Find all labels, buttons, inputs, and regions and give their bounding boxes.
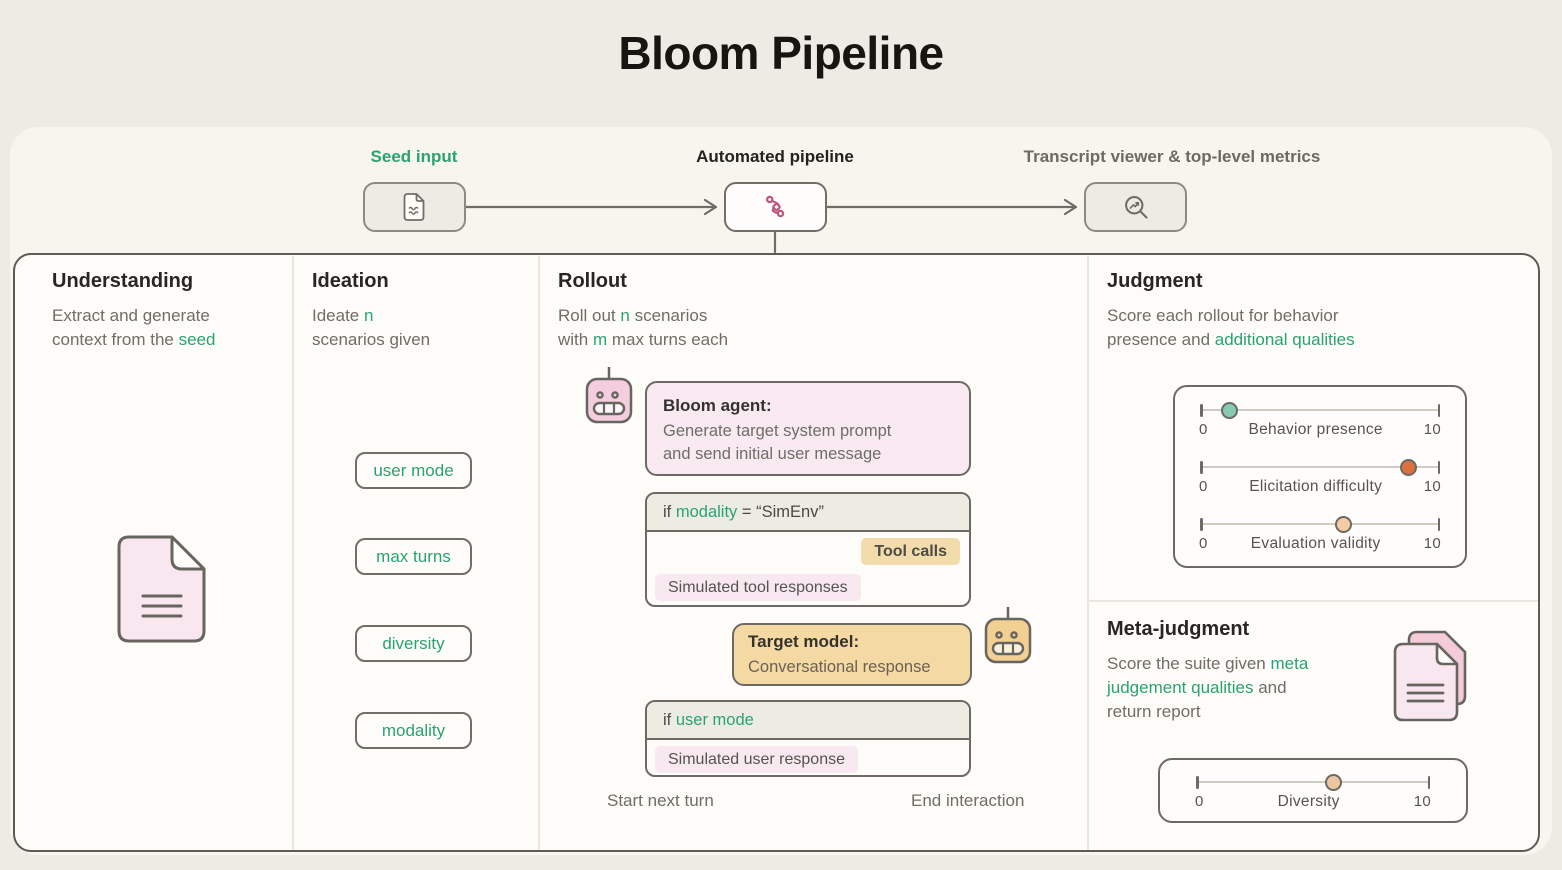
param-diversity: diversity [355, 625, 472, 662]
transcript-viewer-node [1084, 182, 1187, 232]
seed-file-icon [117, 535, 206, 643]
automated-pipeline-node [724, 182, 827, 232]
target-model-box: Target model: Conversational response [732, 623, 972, 686]
ideation-description: Ideate n scenarios given [312, 306, 431, 350]
loop-label-start-next-turn: Start next turn [607, 791, 714, 810]
slider-max: 10 [1423, 478, 1441, 495]
slider-label: Diversity [1277, 793, 1340, 810]
search-metrics-icon [1124, 196, 1148, 219]
rollout-description: Roll out n scenarios with m max turns ea… [558, 306, 729, 350]
slider-knob [1325, 773, 1343, 791]
bloom-agent-box: Bloom agent: Generate target system prom… [645, 381, 971, 476]
loop-label-end-interaction: End interaction [911, 791, 1025, 810]
report-files-icon [1393, 630, 1467, 722]
param-max-turns: max turns [355, 538, 472, 575]
slider-max: 10 [1423, 421, 1441, 438]
bloom-agent-body: Generate target system prompt and send i… [663, 422, 892, 464]
page-title: Bloom Pipeline [618, 27, 944, 79]
slider-track [1196, 773, 1430, 791]
slider-label: Evaluation validity [1250, 535, 1381, 552]
bloom-agent-title: Bloom agent: [663, 396, 772, 415]
stage-label-transcript-viewer: Transcript viewer & top-level metrics [1023, 147, 1321, 166]
param-user-mode: user mode [355, 452, 472, 489]
stage-label-automated-pipeline: Automated pipeline [696, 147, 854, 166]
slider-max: 10 [1413, 793, 1431, 810]
slider-knob [1221, 401, 1239, 419]
slider-knob [1399, 458, 1417, 476]
tool-calls-chip: Tool calls [861, 538, 960, 565]
sim-env-condition: if modality = “SimEnv” [647, 494, 969, 532]
divider [538, 256, 540, 850]
slider-label: Elicitation difficulty [1249, 478, 1383, 495]
slider-track [1200, 401, 1440, 419]
section-title-meta-judgment: Meta-judgment [1107, 618, 1250, 640]
target-robot-icon [984, 607, 1032, 664]
slider-knob [1335, 515, 1353, 533]
target-model-title: Target model: [748, 632, 860, 651]
user-mode-branch-box: if user mode Simulated user response [645, 700, 971, 777]
slider-max: 10 [1423, 535, 1441, 552]
column-title-understanding: Understanding [52, 270, 194, 292]
slider-track [1200, 515, 1440, 533]
simulated-user-response-chip: Simulated user response [655, 746, 858, 773]
param-modality: modality [355, 712, 472, 749]
column-title-ideation: Ideation [312, 270, 389, 292]
slider-label: Behavior presence [1248, 421, 1383, 438]
meta-judgment-description: Score the suite given meta judgement qua… [1107, 654, 1309, 722]
bloom-robot-icon [585, 367, 633, 424]
column-title-judgment: Judgment [1107, 270, 1203, 292]
sim-env-branch-box: if modality = “SimEnv” Tool calls Simula… [645, 492, 971, 607]
understanding-description: Extract and generate context from the se… [52, 306, 216, 350]
user-mode-condition: if user mode [647, 702, 969, 740]
simulated-tool-responses-chip: Simulated tool responses [655, 574, 861, 601]
slider-min: 0 [1195, 793, 1204, 810]
slider-min: 0 [1199, 535, 1208, 552]
seed-input-node [363, 182, 466, 232]
judgment-sliders-card: 0 Behavior presence 10 0 Elicitation dif… [1173, 385, 1467, 568]
divider [1089, 600, 1538, 602]
stage-label-seed-input: Seed input [370, 147, 458, 166]
divider [292, 256, 294, 850]
route-icon [765, 195, 784, 218]
diversity-slider-card: 0 Diversity 10 [1158, 758, 1468, 823]
divider [1087, 256, 1089, 850]
judgment-description: Score each rollout for behavior presence… [1107, 306, 1355, 350]
slider-track [1200, 458, 1440, 476]
target-model-body: Conversational response [748, 658, 931, 676]
column-title-rollout: Rollout [558, 270, 627, 292]
slider-min: 0 [1199, 478, 1208, 495]
slider-min: 0 [1199, 421, 1208, 438]
document-icon [403, 193, 425, 221]
